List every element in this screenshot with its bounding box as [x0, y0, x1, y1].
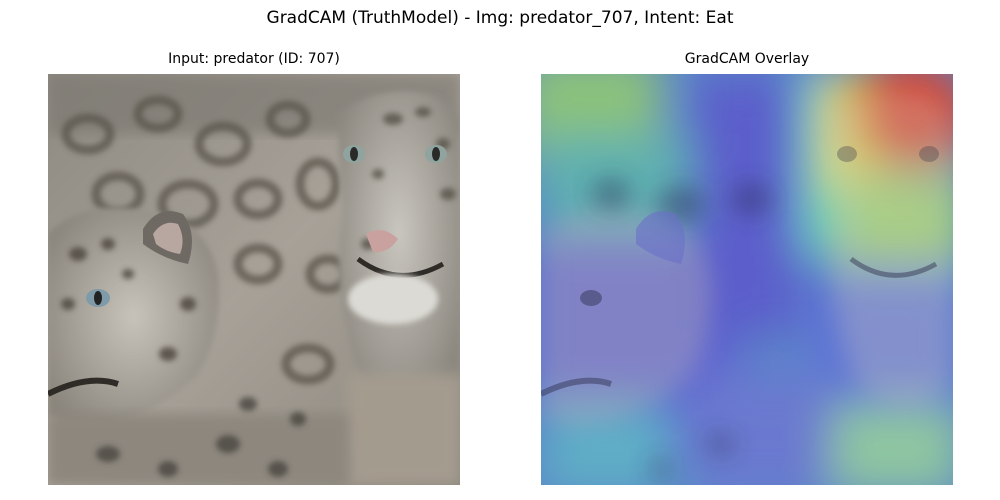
overlay-panel: GradCAM Overlay: [541, 50, 953, 485]
snow-leopard-photo: [48, 74, 460, 485]
overlay-panel-title: GradCAM Overlay: [684, 51, 810, 67]
gradcam-heatmap: [541, 74, 953, 485]
gradcam-overlay-image: [541, 74, 953, 485]
input-image: [48, 74, 460, 485]
input-panel: Input: predator (ID: 707): [48, 50, 460, 485]
input-panel-title: Input: predator (ID: 707): [168, 51, 340, 67]
figure-suptitle: GradCAM (TruthModel) - Img: predator_707…: [266, 8, 734, 28]
